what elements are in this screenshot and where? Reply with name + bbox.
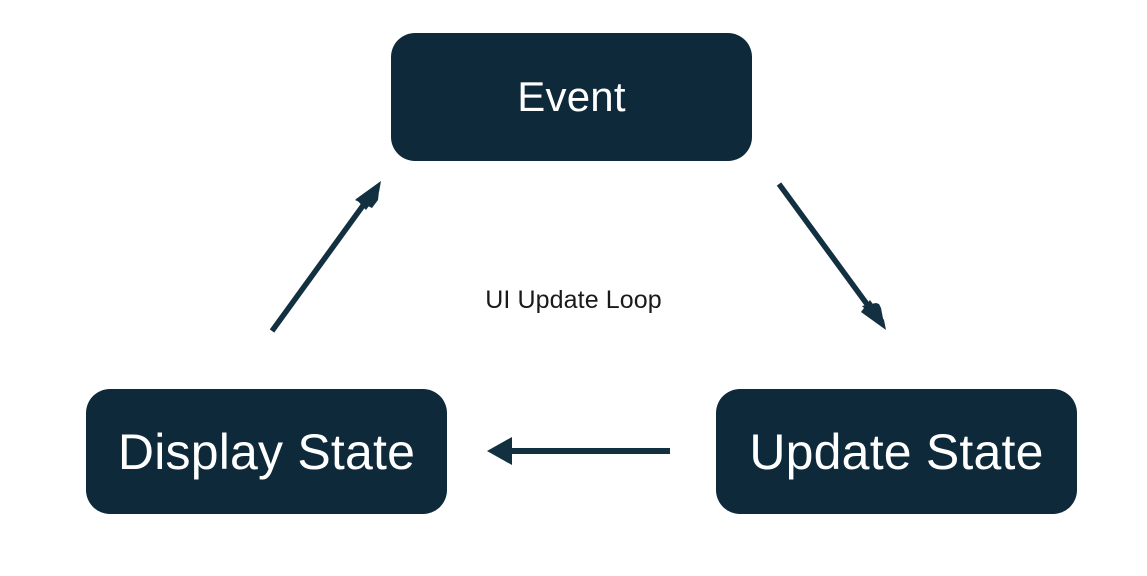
node-display-state-label: Display State xyxy=(117,423,416,480)
edge-update-state-to-display-state xyxy=(487,437,670,465)
node-display-state[interactable]: Display State xyxy=(86,389,447,514)
diagram-center-label: UI Update Loop xyxy=(485,286,662,314)
node-event-label: Event xyxy=(517,73,626,120)
arrowhead-fill-display-state-to-event xyxy=(356,181,381,210)
node-event[interactable]: Event xyxy=(391,33,752,161)
arrowhead-display-state-to-event xyxy=(355,182,380,208)
node-update-state-label: Update State xyxy=(749,423,1044,480)
node-update-state[interactable]: Update State xyxy=(716,389,1077,514)
arrowhead-update-state-to-display-state xyxy=(487,437,512,465)
